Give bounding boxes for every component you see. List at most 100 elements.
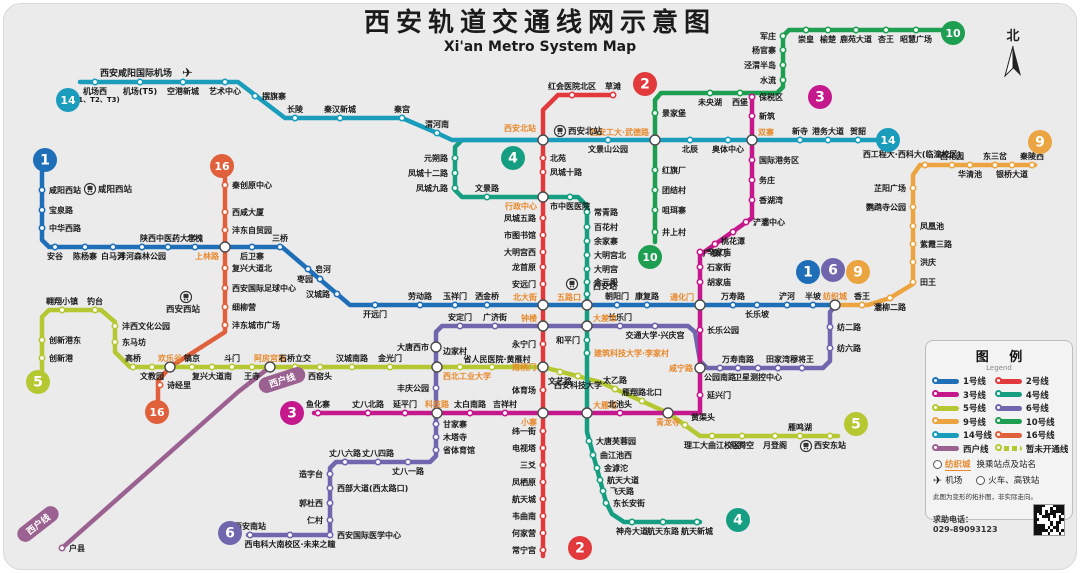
station-芷阳广场[interactable] bbox=[909, 184, 917, 192]
station-南稍门[interactable] bbox=[537, 361, 549, 373]
station-月登阁[interactable] bbox=[771, 432, 779, 440]
station-文景路[interactable] bbox=[483, 193, 491, 201]
station-红旗厂[interactable] bbox=[651, 166, 659, 174]
station-雁鸣湖[interactable] bbox=[796, 432, 804, 440]
station-凤城十二路[interactable] bbox=[451, 169, 459, 177]
station-杏王[interactable] bbox=[882, 26, 890, 34]
station-万寿南路[interactable] bbox=[734, 364, 742, 372]
station-崇皇[interactable] bbox=[802, 26, 810, 34]
station-西窑头[interactable] bbox=[316, 363, 324, 371]
station-长乐门[interactable] bbox=[616, 322, 624, 330]
station-田家湾[interactable] bbox=[774, 364, 782, 372]
station-西安站[interactable] bbox=[583, 290, 591, 298]
station-凤栖原[interactable] bbox=[539, 478, 547, 486]
station-延平门[interactable] bbox=[401, 409, 409, 417]
station-雁翔路北口[interactable] bbox=[638, 397, 646, 405]
station-沣东自贸园[interactable] bbox=[221, 226, 229, 234]
station-上林路[interactable] bbox=[219, 241, 231, 253]
station-沣东城市广场[interactable] bbox=[221, 321, 229, 329]
station-银桥大道[interactable] bbox=[1008, 161, 1016, 169]
station-浐河[interactable] bbox=[783, 301, 791, 309]
station-复兴大道南[interactable] bbox=[208, 363, 216, 371]
station-田王[interactable] bbox=[909, 278, 917, 286]
station-皂河[interactable] bbox=[304, 265, 312, 273]
station-陕西中医药大学[interactable] bbox=[164, 243, 172, 251]
station-穆将王[interactable] bbox=[798, 364, 806, 372]
station-水流[interactable] bbox=[779, 76, 787, 84]
station-国际港务区[interactable] bbox=[748, 156, 756, 164]
station-元朔路[interactable] bbox=[451, 154, 459, 162]
station-建筑科技大学·李家村[interactable] bbox=[583, 349, 591, 357]
station-大雁塔[interactable] bbox=[581, 407, 593, 419]
station-西安工大·武德路[interactable] bbox=[649, 134, 661, 146]
station-洒金桥[interactable] bbox=[483, 301, 491, 309]
station-航天大道[interactable] bbox=[596, 476, 604, 484]
station-余家寨[interactable] bbox=[583, 237, 591, 245]
station-草滩[interactable] bbox=[609, 91, 617, 99]
station-丈八四路[interactable] bbox=[374, 458, 382, 466]
station-丈八一路[interactable] bbox=[404, 458, 412, 466]
station-汉城路[interactable] bbox=[333, 290, 341, 298]
station-陈杨寨[interactable] bbox=[81, 243, 89, 251]
station-未央湖[interactable] bbox=[706, 89, 714, 97]
station-宝泉路[interactable] bbox=[38, 206, 46, 214]
station-省人民医院·黄雁村[interactable] bbox=[488, 363, 496, 371]
station-边家村[interactable] bbox=[456, 363, 464, 371]
station-石家街[interactable] bbox=[696, 263, 704, 271]
station-镐京[interactable] bbox=[188, 363, 196, 371]
station-欢乐谷[interactable] bbox=[164, 361, 176, 373]
station-市中医医院[interactable] bbox=[566, 193, 574, 201]
station-秦汉新城[interactable] bbox=[336, 114, 344, 122]
station-文教园[interactable] bbox=[148, 363, 156, 371]
station-复兴大道北[interactable] bbox=[221, 264, 229, 272]
station-含元殿[interactable] bbox=[583, 278, 591, 286]
station-常宁宫[interactable] bbox=[539, 546, 547, 554]
station-文艺路[interactable] bbox=[556, 368, 564, 376]
station-丈八北路[interactable] bbox=[364, 409, 372, 417]
station-通化门[interactable] bbox=[694, 299, 706, 311]
station-太白南路[interactable] bbox=[466, 409, 474, 417]
station-创新港[interactable] bbox=[38, 354, 46, 362]
station-仁村[interactable] bbox=[326, 516, 334, 524]
station-北池头[interactable] bbox=[616, 409, 624, 417]
station-香湖湾[interactable] bbox=[748, 196, 756, 204]
station-杨官寨[interactable] bbox=[779, 46, 787, 54]
station-长乐公园[interactable] bbox=[696, 326, 704, 334]
station-卫星测控中心[interactable] bbox=[754, 364, 762, 372]
station-航天新城[interactable] bbox=[693, 518, 701, 526]
station-景家堡[interactable] bbox=[651, 109, 659, 117]
station-电视塔[interactable] bbox=[539, 444, 547, 452]
station-咀珥寨[interactable] bbox=[651, 206, 659, 214]
station-黄渠头[interactable] bbox=[681, 421, 689, 429]
station-安远门[interactable] bbox=[539, 280, 547, 288]
station-北大街[interactable] bbox=[537, 299, 549, 311]
station-枣园[interactable] bbox=[316, 275, 324, 283]
station-沣西文化公园[interactable] bbox=[111, 322, 119, 330]
station-文景山公园[interactable] bbox=[604, 136, 612, 144]
station-纬一街[interactable] bbox=[539, 427, 547, 435]
station-务庄[interactable] bbox=[748, 176, 756, 184]
station-科技路[interactable] bbox=[431, 407, 443, 419]
station-机场西[interactable] bbox=[91, 78, 99, 86]
station-军庄[interactable] bbox=[779, 32, 787, 40]
station-飞天路[interactable] bbox=[599, 487, 607, 495]
station-钟楼[interactable] bbox=[537, 320, 549, 332]
station-创新港东[interactable] bbox=[38, 336, 46, 344]
station-鱼化寨[interactable] bbox=[314, 409, 322, 417]
station-汉城南路[interactable] bbox=[348, 363, 356, 371]
station-小寨[interactable] bbox=[537, 407, 549, 419]
station-秦创原中心[interactable] bbox=[221, 181, 229, 189]
station-三桥[interactable] bbox=[276, 243, 284, 251]
station-纺二路[interactable] bbox=[826, 323, 834, 331]
station-细柳营[interactable] bbox=[221, 303, 229, 311]
station-华清池[interactable] bbox=[966, 161, 974, 169]
station-东马坊[interactable] bbox=[111, 338, 119, 346]
station-西花园[interactable] bbox=[948, 161, 956, 169]
station-交通大学·兴庆宫[interactable] bbox=[651, 322, 659, 330]
station-西安东站[interactable] bbox=[826, 432, 834, 440]
station-吉祥村[interactable] bbox=[501, 409, 509, 417]
station-永宁门[interactable] bbox=[539, 340, 547, 348]
station-香王[interactable] bbox=[858, 301, 866, 309]
station-鹦鹉寺公园[interactable] bbox=[909, 203, 917, 211]
station-丰庆公园[interactable] bbox=[432, 384, 440, 392]
